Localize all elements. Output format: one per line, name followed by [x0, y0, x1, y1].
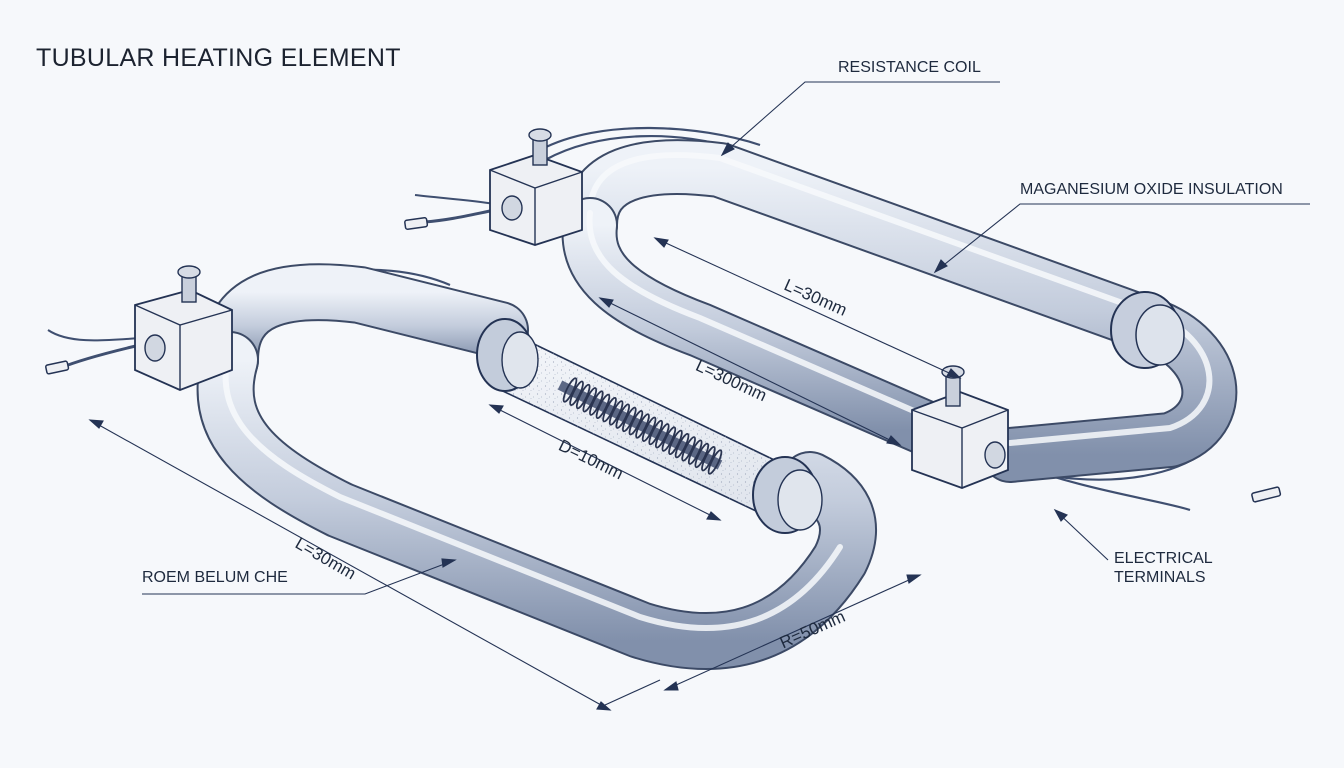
coil-turn	[687, 439, 703, 465]
coil-turn	[595, 393, 611, 420]
coil-turn	[661, 426, 677, 452]
cutaway-section	[476, 318, 823, 534]
coil-turn	[582, 387, 598, 413]
callout-terminals-line2: TERMINALS	[1114, 569, 1206, 586]
coil-turn	[622, 406, 637, 433]
right-tube	[561, 139, 1238, 483]
dimension-lines	[88, 237, 962, 711]
coil-turn	[575, 383, 591, 410]
middle-collar	[752, 456, 823, 534]
coil-turn	[707, 449, 723, 475]
callout-resistance-coil: RESISTANCE COIL	[838, 59, 981, 76]
terminal-block-right	[911, 365, 1009, 489]
coil-turns	[562, 377, 723, 475]
right-collar	[1110, 291, 1185, 369]
coil-turn	[654, 423, 670, 449]
loose-connector	[1251, 486, 1282, 503]
callout-sheath: ROEM BELUM CHE	[142, 569, 288, 586]
coil-turn	[635, 413, 650, 439]
coil-turn	[668, 429, 683, 456]
coil-turn	[628, 410, 644, 436]
coil-turn	[694, 442, 710, 469]
callout-terminals-line1: ELECTRICAL	[1114, 550, 1213, 567]
coil-turn	[569, 380, 584, 406]
coil-turn	[641, 416, 657, 442]
terminal-block-left	[134, 265, 233, 391]
coil-turn	[562, 377, 578, 403]
coil-turn	[608, 400, 624, 426]
coil-turn	[602, 396, 617, 423]
terminal-block-top	[489, 128, 583, 246]
coil-turn	[648, 419, 663, 446]
coil-turn	[615, 403, 631, 429]
wire-end-connectors	[45, 217, 1282, 503]
coil-turn	[701, 446, 716, 472]
left-collar	[476, 318, 539, 392]
coil-turn	[674, 432, 690, 459]
diagram-title: TUBULAR HEATING ELEMENT	[36, 44, 401, 72]
coil-turn	[681, 436, 696, 462]
screw-head-icon	[177, 265, 201, 279]
callout-insulation: MAGANESIUM OXIDE INSULATION	[1020, 181, 1283, 198]
leader-lines	[142, 81, 1310, 595]
coil-turn	[589, 390, 604, 416]
